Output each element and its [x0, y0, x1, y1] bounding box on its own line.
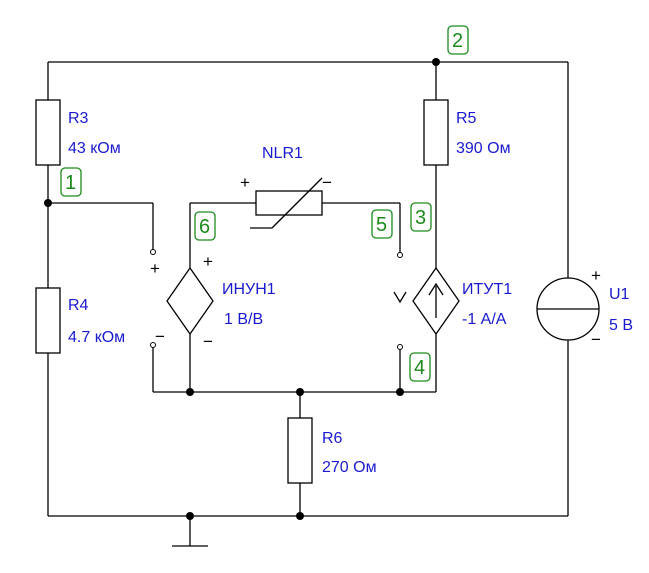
r5-value: 390 Ом: [456, 140, 511, 157]
inun1-output-plus: +: [203, 252, 213, 271]
node-label-1: 1: [60, 167, 82, 197]
nlr1-name: NLR1: [262, 145, 303, 162]
itut1-value: -1 А/А: [462, 311, 507, 328]
junctions: [44, 58, 440, 520]
resistor-r4[interactable]: R4 4.7 кОм: [35, 287, 125, 354]
node-label-5: 5: [371, 209, 393, 239]
svg-text:1: 1: [65, 172, 76, 194]
inun1-name: ИНУН1: [222, 281, 276, 298]
inun1-output-minus: −: [203, 332, 213, 351]
svg-text:3: 3: [415, 207, 426, 229]
u1-plus-sign: +: [591, 266, 601, 285]
inun1-input-plus: +: [150, 259, 160, 278]
r4-value: 4.7 кОм: [68, 329, 125, 346]
node-label-2: 2: [447, 25, 469, 55]
svg-text:4: 4: [414, 357, 425, 379]
nonlinear-resistor-nlr1[interactable]: NLR1 + −: [240, 145, 332, 229]
voltage-source-u1[interactable]: + − U1 5 В: [536, 266, 633, 349]
u1-minus-sign: −: [591, 330, 601, 349]
junction-dot: [44, 199, 52, 207]
u1-value: 5 В: [609, 317, 633, 334]
inun1-input-minus: −: [155, 327, 165, 346]
r3-name: R3: [68, 110, 89, 127]
node-label-6: 6: [194, 211, 216, 241]
junction-dot: [296, 512, 304, 520]
resistor-r6[interactable]: R6 270 Ом: [287, 417, 377, 484]
junction-dot: [296, 388, 304, 396]
nlr1-plus-sign: +: [240, 173, 250, 192]
nlr1-minus-sign: −: [322, 173, 332, 192]
input-pin-plus: [150, 249, 156, 255]
sense-pin-top: [397, 252, 403, 258]
u1-name: U1: [609, 286, 630, 303]
junction-dot: [432, 58, 440, 66]
sense-pin-bottom: [397, 344, 403, 350]
vcvs-inun1[interactable]: + − + − ИНУН1 1 В/В: [150, 249, 276, 352]
itut1-name: ИТУТ1: [462, 281, 512, 298]
r4-name: R4: [68, 297, 89, 314]
junction-dot: [186, 512, 194, 520]
node-label-3: 3: [410, 202, 432, 232]
r5-name: R5: [456, 110, 477, 127]
cccs-itut1[interactable]: ИТУТ1 -1 А/А: [412, 266, 512, 336]
wires: [47, 61, 569, 547]
input-pin-minus: [150, 342, 156, 348]
r6-value: 270 Ом: [322, 459, 377, 476]
svg-text:5: 5: [376, 214, 387, 236]
junction-dot: [396, 388, 404, 396]
arrow-down-icon: [393, 291, 407, 304]
resistor-r5[interactable]: R5 390 Ом: [423, 99, 511, 166]
svg-text:6: 6: [199, 216, 210, 238]
svg-text:2: 2: [452, 30, 463, 52]
inun1-value: 1 В/В: [224, 311, 263, 328]
resistor-r3[interactable]: R3 43 кОм: [35, 99, 121, 166]
node-label-4: 4: [409, 352, 431, 382]
junction-dot: [186, 388, 194, 396]
r3-value: 43 кОм: [68, 140, 121, 157]
r6-name: R6: [322, 430, 343, 447]
arrow-up-icon: [428, 282, 444, 296]
current-sense-branch: [393, 252, 407, 350]
